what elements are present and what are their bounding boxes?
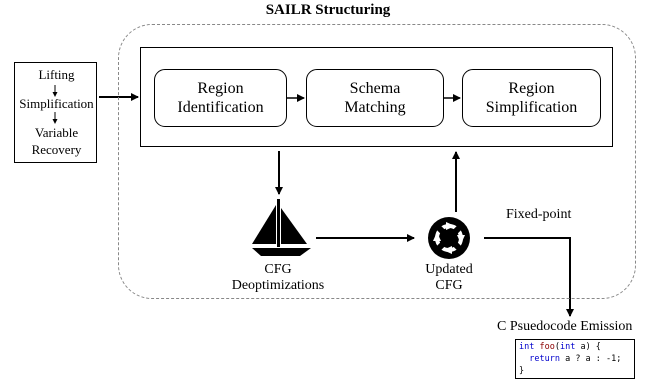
code-return-expr: a ? a : -1; [559, 354, 622, 364]
updated-cfg-label: Updated CFG [409, 262, 489, 294]
region-identification-line1: Region [197, 80, 244, 97]
updated-label-line2: CFG [435, 278, 463, 293]
region-simplification-box: Region Simplification [462, 69, 601, 127]
emission-title: C Psuedocode Emission [497, 319, 633, 334]
pseudocode-block: int foo(int a) { return a ? a : -1; } [515, 339, 635, 379]
step-simplification: Simplification [19, 96, 94, 111]
region-pipeline-box [140, 47, 613, 147]
region-identification-box: Region Identification [154, 69, 287, 127]
code-int-kw: int [519, 342, 535, 352]
region-identification-line2: Identification [177, 99, 264, 116]
cycle-arrows-icon [428, 217, 470, 259]
region-simplification-line2: Simplification [485, 99, 578, 116]
lifting-input-box: Lifting Simplification Variable Recovery [14, 62, 97, 163]
deopt-label-line1: CFG [264, 262, 292, 277]
code-open-paren: ( [554, 342, 560, 352]
step-variable: Variable [34, 125, 79, 140]
updated-label-line1: Updated [425, 262, 473, 277]
code-params: a) { [575, 342, 601, 352]
diagram-title: SAILR Structuring [265, 2, 391, 18]
step-lifting: Lifting [38, 67, 75, 82]
sailr-structuring-container [118, 24, 636, 299]
sailboat-icon [252, 199, 311, 256]
fixed-point-label: Fixed-point [506, 207, 572, 222]
code-param-type: int [559, 342, 576, 352]
region-simplification-line1: Region [508, 80, 555, 97]
cfg-deoptimizations-label: CFG Deoptimizations [226, 262, 330, 294]
arrow-fixed-point-to-emission [484, 237, 574, 317]
step-recovery: Recovery [31, 142, 82, 157]
schema-matching-line2: Matching [344, 99, 406, 116]
schema-matching-line1: Schema [349, 80, 401, 97]
code-close-brace: } [519, 366, 525, 376]
code-func-name: foo [539, 342, 555, 352]
code-return-kw: return [529, 354, 560, 364]
schema-matching-box: Schema Matching [306, 69, 444, 127]
deopt-label-line2: Deoptimizations [231, 278, 325, 293]
